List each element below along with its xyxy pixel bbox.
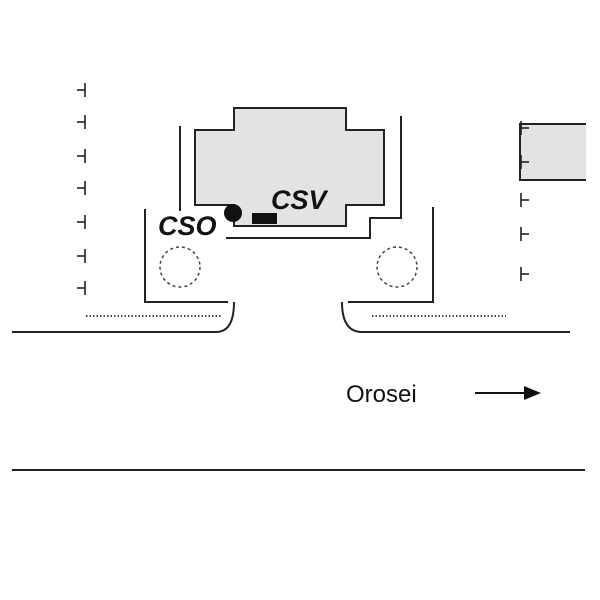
road-edge-left: [12, 301, 235, 333]
fence-tick: [77, 249, 86, 263]
fence-ticks-right: [520, 121, 529, 281]
fence-tick: [520, 193, 529, 207]
dashed-circle-right: [376, 246, 418, 288]
fence-tick: [520, 155, 529, 169]
dashed-circles: [159, 246, 418, 288]
forecourt: [144, 116, 434, 303]
direction-label: Orosei: [346, 381, 417, 408]
fence-tick: [520, 227, 529, 241]
boundary-wall-right: [226, 116, 402, 239]
fence-ticks-left: [77, 83, 86, 295]
fence-tick: [77, 281, 86, 295]
adjacent-building: [519, 123, 586, 181]
cso-marker: [224, 204, 242, 222]
fence-tick: [77, 115, 86, 129]
fence-tick: [77, 215, 86, 229]
road: [12, 301, 585, 471]
fence-tick: [77, 181, 86, 195]
csv-label: CSV: [271, 185, 329, 215]
cso-label: CSO: [158, 211, 217, 241]
fence-tick: [520, 267, 529, 281]
arrow-right-icon: [475, 386, 541, 400]
forecourt-outline-left: [144, 209, 228, 303]
fence-tick: [77, 149, 86, 163]
fence-tick: [77, 83, 86, 97]
csv-marker: [252, 213, 277, 224]
forecourt-outline-right: [348, 207, 434, 303]
road-edge-right: [341, 301, 570, 333]
dashed-circle-left: [159, 246, 201, 288]
fence-tick: [520, 121, 529, 135]
